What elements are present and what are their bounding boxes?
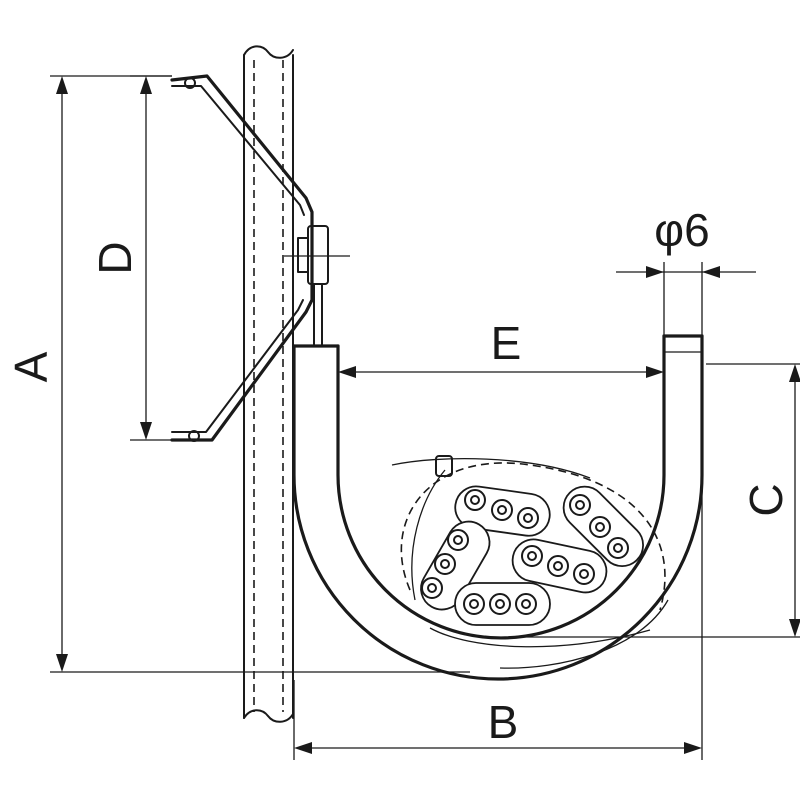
dimension-phi6 [616,262,756,336]
dimension-phi6-label: φ6 [654,204,709,256]
dimension-e-label: E [491,317,522,369]
flat-cable-2 [420,520,491,611]
dimension-d [130,75,172,441]
flat-cable-3 [454,582,551,626]
dimension-b-label: B [488,696,519,748]
dimension-e [338,366,664,378]
flat-cable-4 [511,538,608,594]
dimension-b [293,480,703,760]
dimension-c [508,363,800,638]
support-pipe [243,45,294,723]
flat-cable-5 [562,485,644,567]
cable-bundle [391,455,669,669]
u-hanger-rod [292,334,704,681]
dimension-a [50,75,470,673]
dimension-d-label: D [89,241,141,274]
pipe-clamp-bracket [170,74,350,442]
dimension-a-label: A [5,351,57,382]
dimension-c-label: C [740,483,792,516]
